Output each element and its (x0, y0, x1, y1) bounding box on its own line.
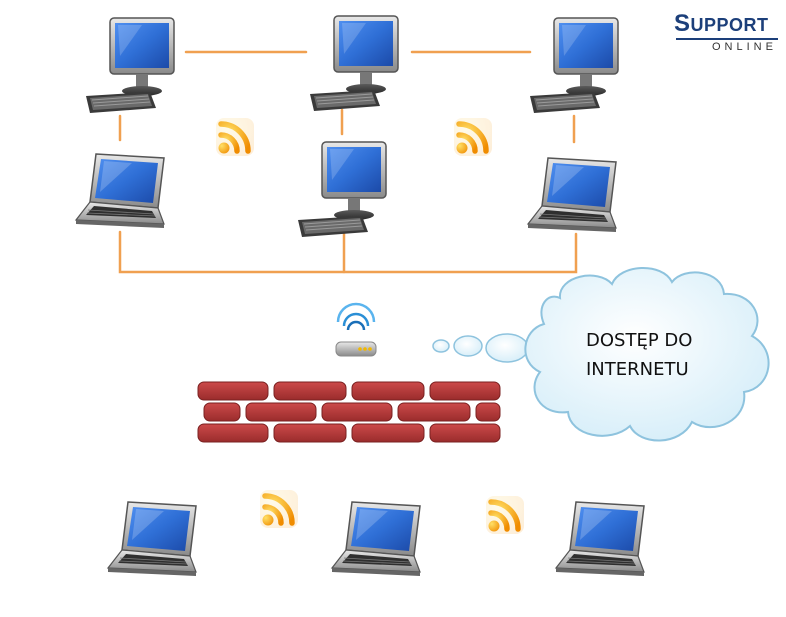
laptop-mid-right (527, 157, 617, 233)
logo-rest: UPPORT (690, 15, 769, 35)
laptop-bottom-center (331, 501, 421, 577)
logo-main-text: SUPPORT (674, 10, 769, 38)
desktop-top-left (85, 17, 175, 114)
logo-subtext: ONLINE (712, 41, 777, 53)
laptop-bottom-right (555, 501, 645, 577)
wireless-icon (260, 490, 298, 528)
logo-initial: S (674, 10, 691, 37)
desktop-top-center (309, 15, 399, 112)
laptop-mid-left (75, 153, 165, 229)
wireless-icon (454, 118, 492, 156)
wireless-icon (486, 496, 524, 534)
cloud-label-line1: DOSTĘP DO (586, 330, 693, 351)
link-bottom-bus (118, 230, 578, 274)
cloud-label-line2: INTERNETU (586, 359, 689, 380)
logo-divider (676, 38, 778, 40)
router-icon (335, 302, 377, 357)
desktop-top-right (529, 17, 619, 114)
cloud-label: DOSTĘP DO INTERNETU (586, 326, 736, 384)
firewall-icon (197, 381, 501, 443)
cloud-icon (432, 267, 770, 442)
desktop-mid-center (297, 141, 387, 238)
laptop-bottom-left (107, 501, 197, 577)
wireless-icon (216, 118, 254, 156)
support-online-logo: SUPPORT ONLINE (672, 8, 782, 56)
connection-lines (118, 50, 578, 274)
